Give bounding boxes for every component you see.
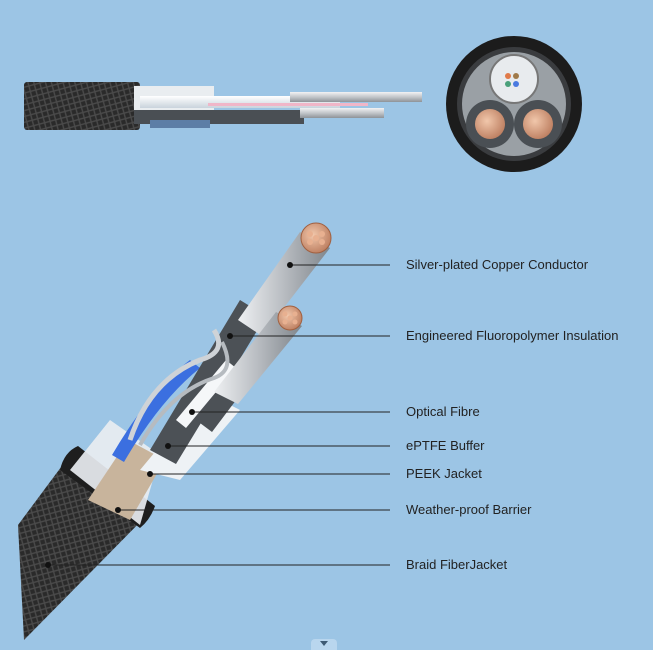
- conductor-2: [214, 312, 302, 404]
- label-braid-fiber-jacket: Braid FiberJacket: [406, 557, 508, 572]
- chevron-down-icon: [320, 641, 328, 646]
- leader-dot-braid: [45, 562, 51, 568]
- side-view-cable: [24, 82, 422, 130]
- leader-dot-barrier: [115, 507, 121, 513]
- label-engineered-fluoropolymer-insulation: Engineered Fluoropolymer Insulation: [406, 328, 619, 343]
- leader-dot-optical-fibre: [189, 409, 195, 415]
- label-peek-jacket: PEEK Jacket: [406, 466, 482, 481]
- side-conductor-top: [290, 92, 422, 102]
- cross-section: [446, 36, 582, 172]
- label-silver-plated-copper-conductor: Silver-plated Copper Conductor: [406, 257, 589, 272]
- leader-dot-eptfe: [165, 443, 171, 449]
- conductor-1: [238, 232, 330, 336]
- label-weather-proof-barrier: Weather-proof Barrier: [406, 502, 532, 517]
- leader-dot-insulation: [227, 333, 233, 339]
- side-conductor-bottom: [300, 108, 384, 118]
- scroll-down-button[interactable]: [311, 639, 337, 650]
- blue-fibre: [112, 360, 200, 462]
- cross-fibre-bundle: [489, 54, 539, 104]
- side-blue-fibre: [150, 120, 210, 128]
- exploded-cable: [18, 222, 332, 640]
- leader-dot-conductor: [287, 262, 293, 268]
- callout-leaders: [45, 262, 390, 568]
- label-optical-fibre: Optical Fibre: [406, 404, 480, 419]
- bent-wire-1: [127, 328, 222, 441]
- leader-dot-peek: [147, 471, 153, 477]
- side-braid-jacket: [24, 82, 140, 130]
- label-eptfe-buffer: ePTFE Buffer: [406, 438, 485, 453]
- side-fibre-pink: [208, 103, 368, 106]
- peek-jacket-shape: [88, 440, 165, 520]
